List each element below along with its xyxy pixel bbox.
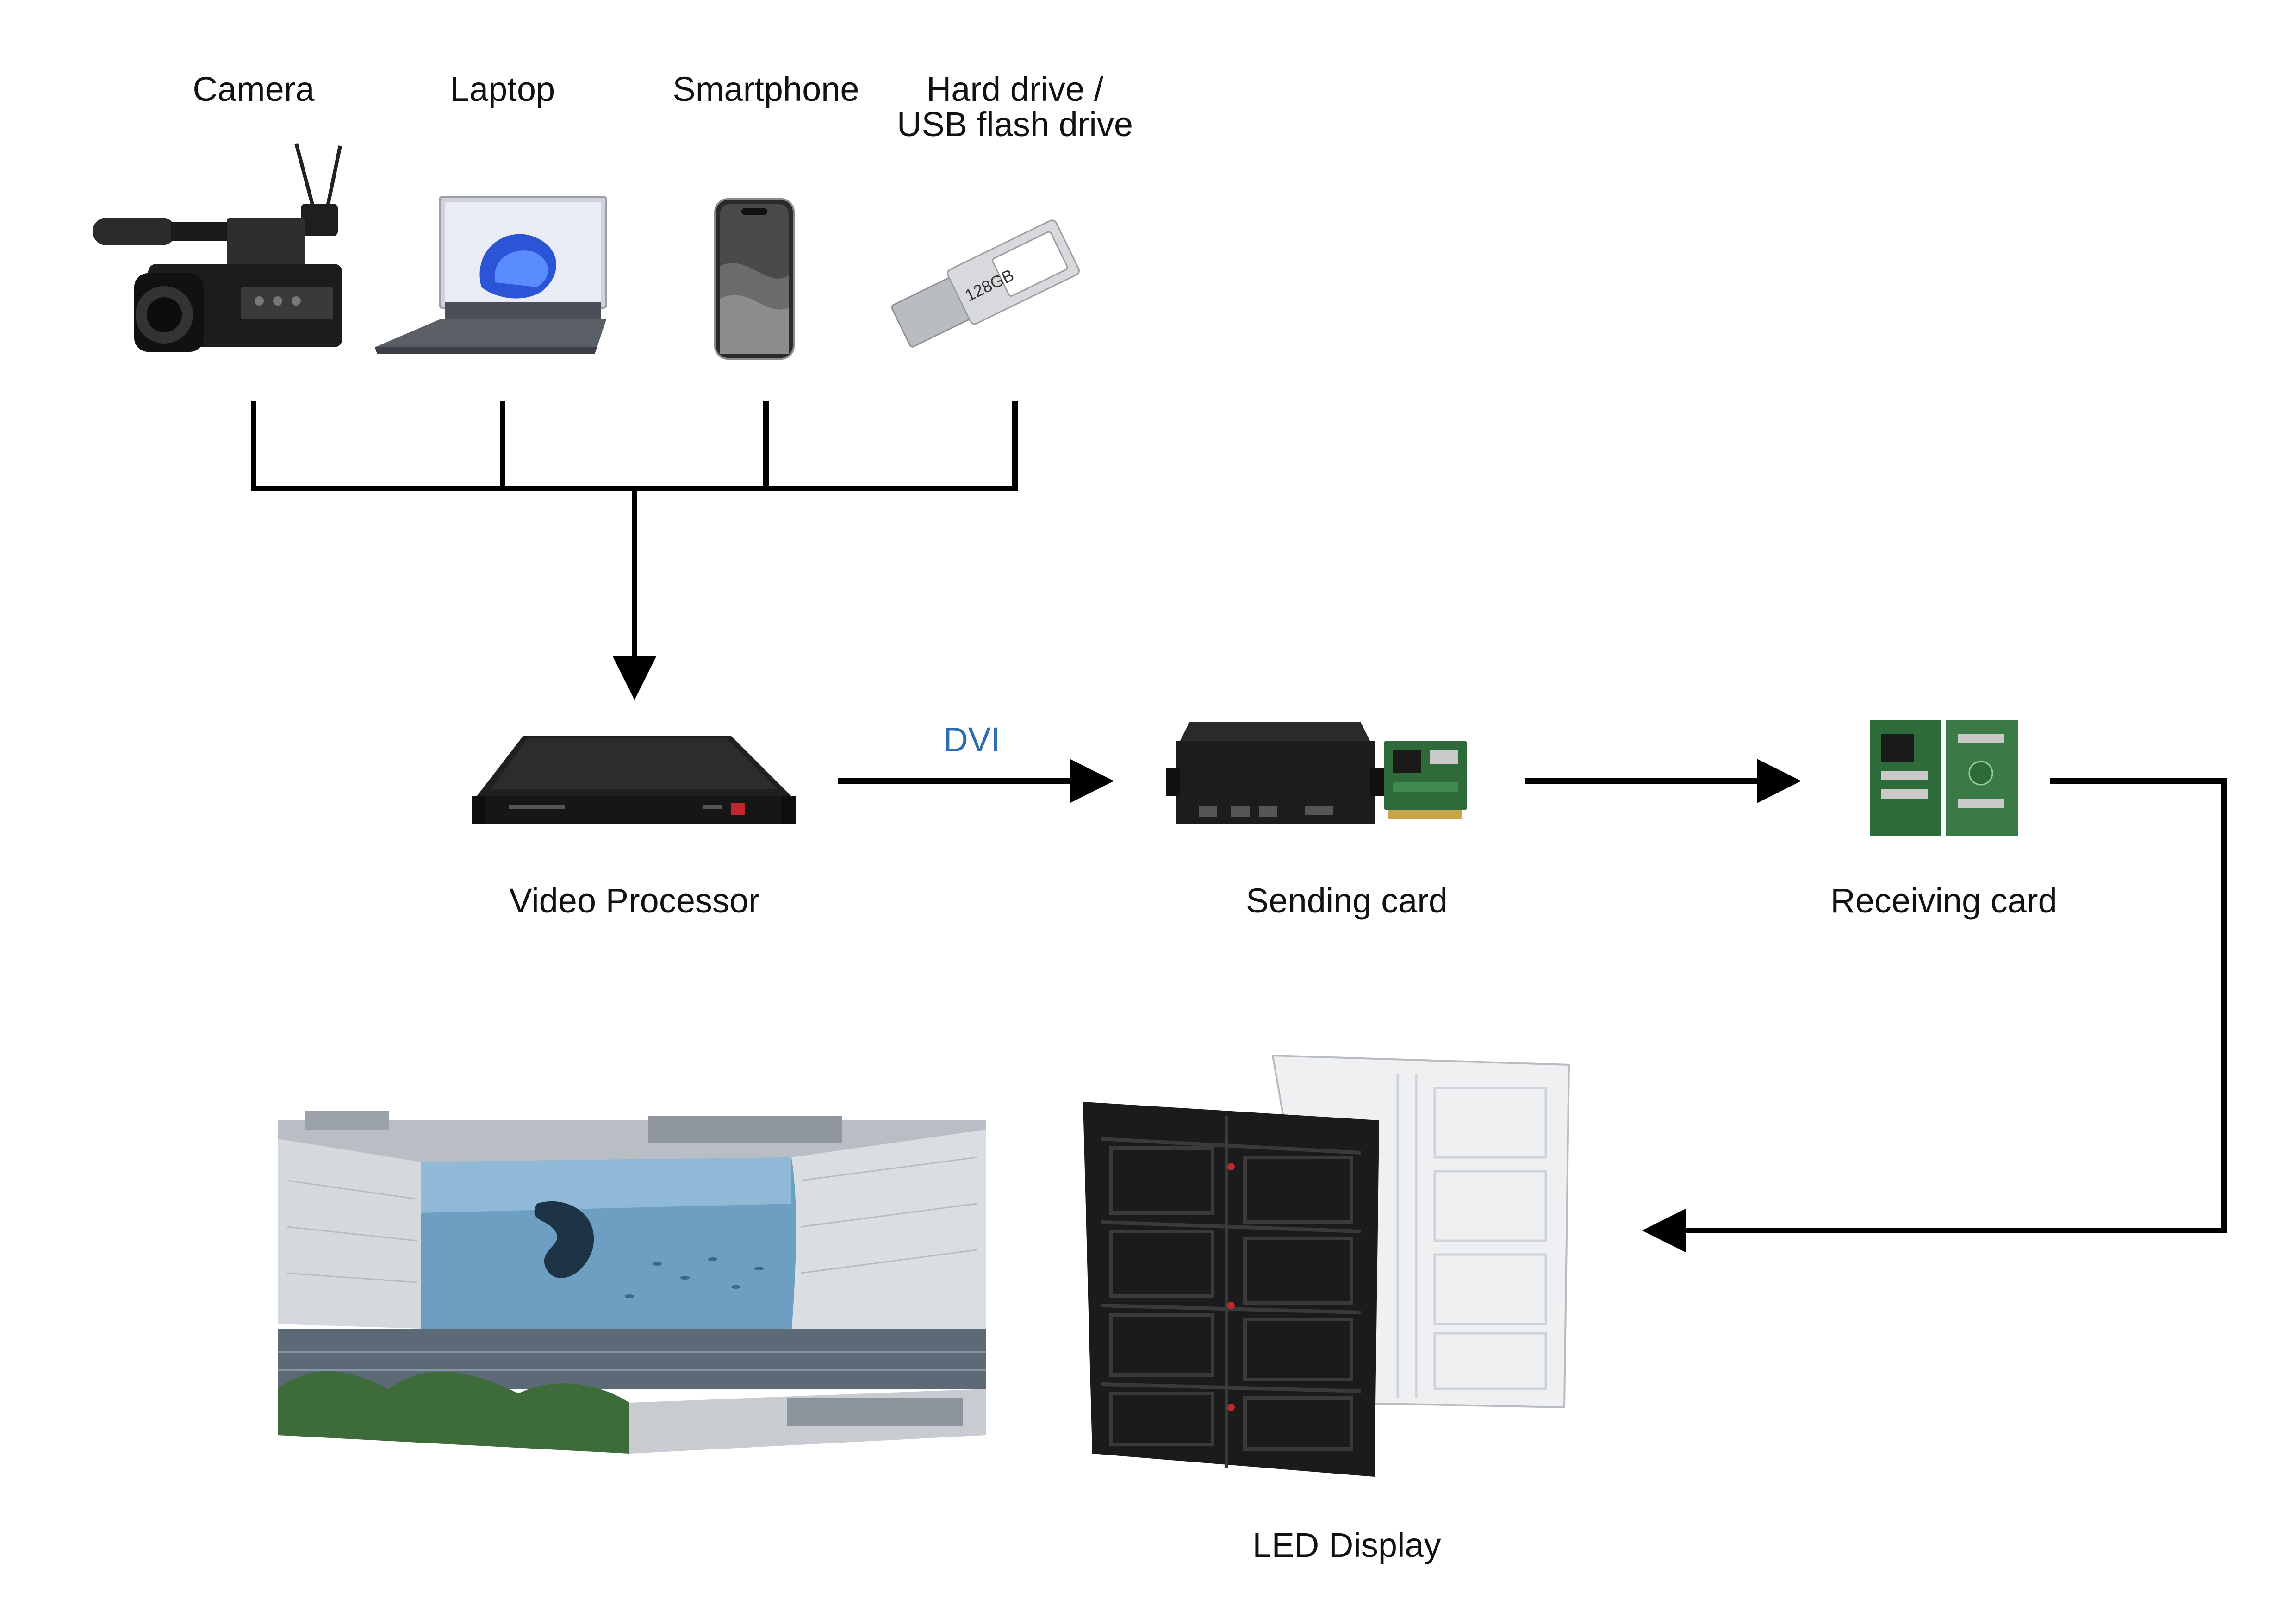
- smartphone-label: Smartphone: [672, 70, 859, 108]
- storage-label-line1: Hard drive /: [926, 70, 1104, 108]
- sending-card-label: Sending card: [1245, 881, 1448, 920]
- storage-label: Hard drive / USB flash drive: [876, 72, 1154, 142]
- video-processor-icon: [472, 731, 796, 838]
- smartphone-icon: [713, 197, 796, 361]
- led-cabinet-icon: [1074, 1046, 1583, 1477]
- sending-card-icon: [1166, 713, 1472, 838]
- receiving-card-icon: [1865, 715, 2022, 840]
- led-display-label: LED Display: [1252, 1526, 1441, 1564]
- laptop-icon: [366, 194, 616, 359]
- storage-label-line2: USB flash drive: [897, 105, 1133, 144]
- laptop-label: Laptop: [450, 70, 555, 108]
- video-processor-label: Video Processor: [509, 881, 760, 920]
- dvi-label: DVI: [943, 720, 1001, 759]
- camera-icon: [88, 139, 361, 366]
- building-screen-image: [278, 1111, 986, 1454]
- receiving-card-label: Receiving card: [1830, 881, 2057, 920]
- camera-label: Camera: [193, 70, 315, 108]
- receiving-to-display-arrow: [1642, 778, 2227, 1253]
- usb-drive-icon: 128GB: [861, 194, 1101, 366]
